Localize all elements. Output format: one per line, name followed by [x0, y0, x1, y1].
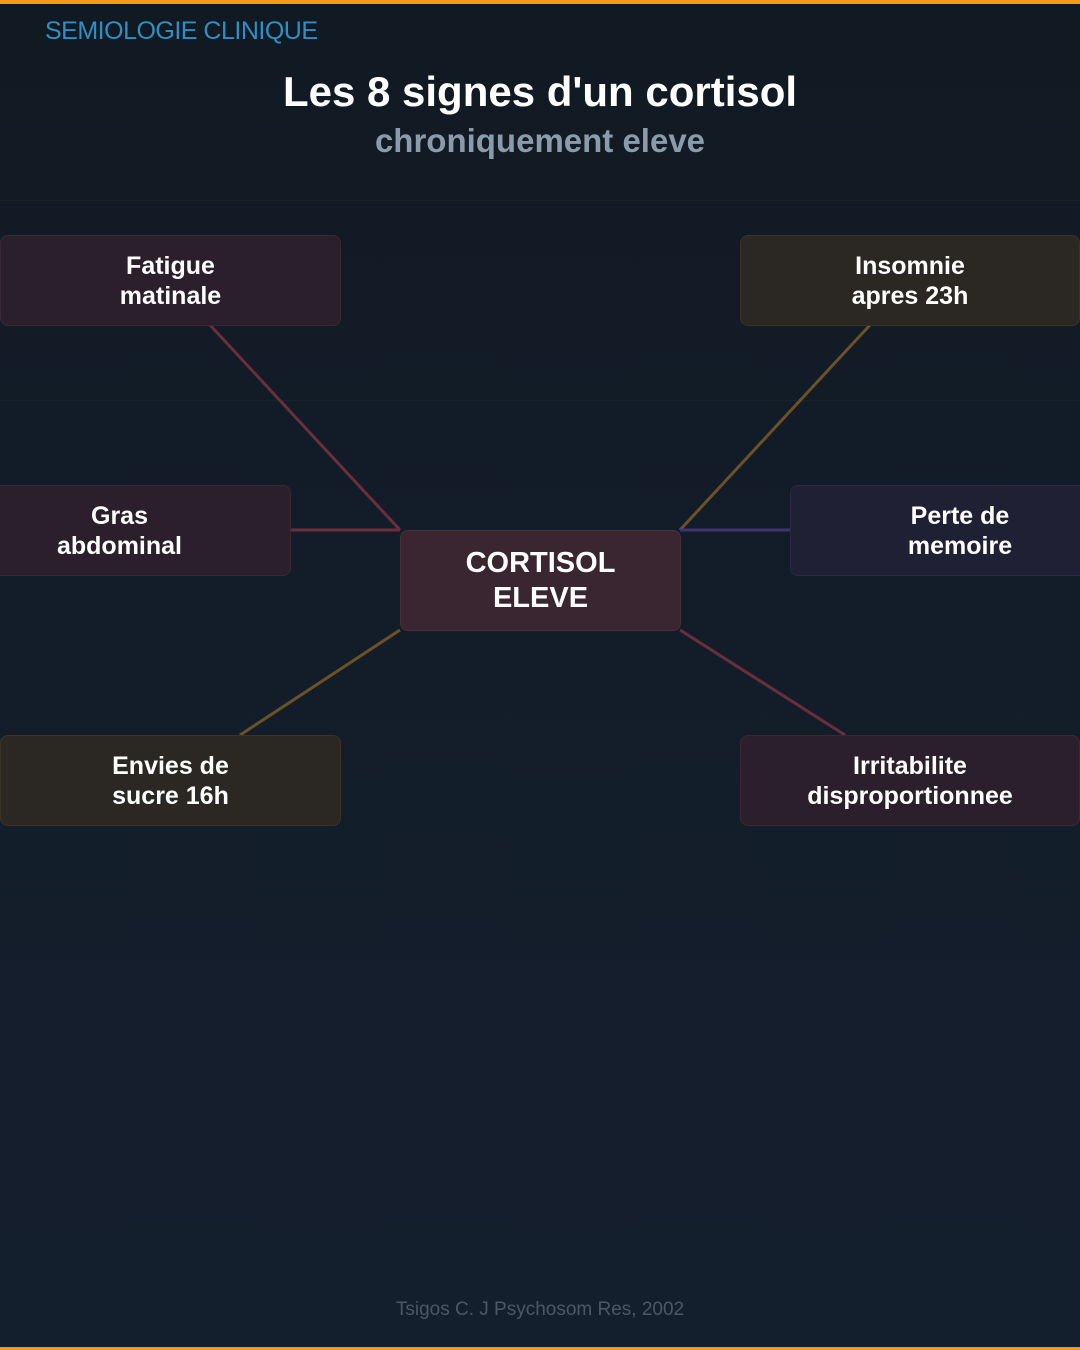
node-fatigue-matinale: Fatigue matinale [0, 235, 341, 326]
footer-citation: Tsigos C. J Psychosom Res, 2002 [395, 1299, 685, 1320]
page-title: Les 8 signes d'un cortisol [282, 68, 798, 115]
node-cortisol-eleve: CORTISOL ELEVE [400, 530, 681, 631]
link-sucre [239, 628, 401, 737]
node-perte-memoire: Perte de memoire [790, 485, 1080, 576]
page-subtitle: chroniquement eleve [374, 122, 706, 159]
bottom-accent-bar [0, 1347, 1080, 1350]
divider-line [0, 200, 1080, 201]
node-envies-sucre: Envies de sucre 16h [0, 735, 341, 826]
section-label: SEMIOLOGIE CLINIQUE [45, 17, 318, 45]
link-fatigue [208, 323, 402, 532]
top-accent-bar [0, 0, 1080, 4]
link-insomnie [678, 323, 872, 532]
link-irritabilite [679, 628, 846, 737]
node-irritabilite: Irritabilite disproportionnee [740, 735, 1080, 826]
divider-line [0, 400, 1080, 401]
node-insomnie: Insomnie apres 23h [740, 235, 1080, 326]
node-gras-abdominal: Gras abdominal [0, 485, 291, 576]
